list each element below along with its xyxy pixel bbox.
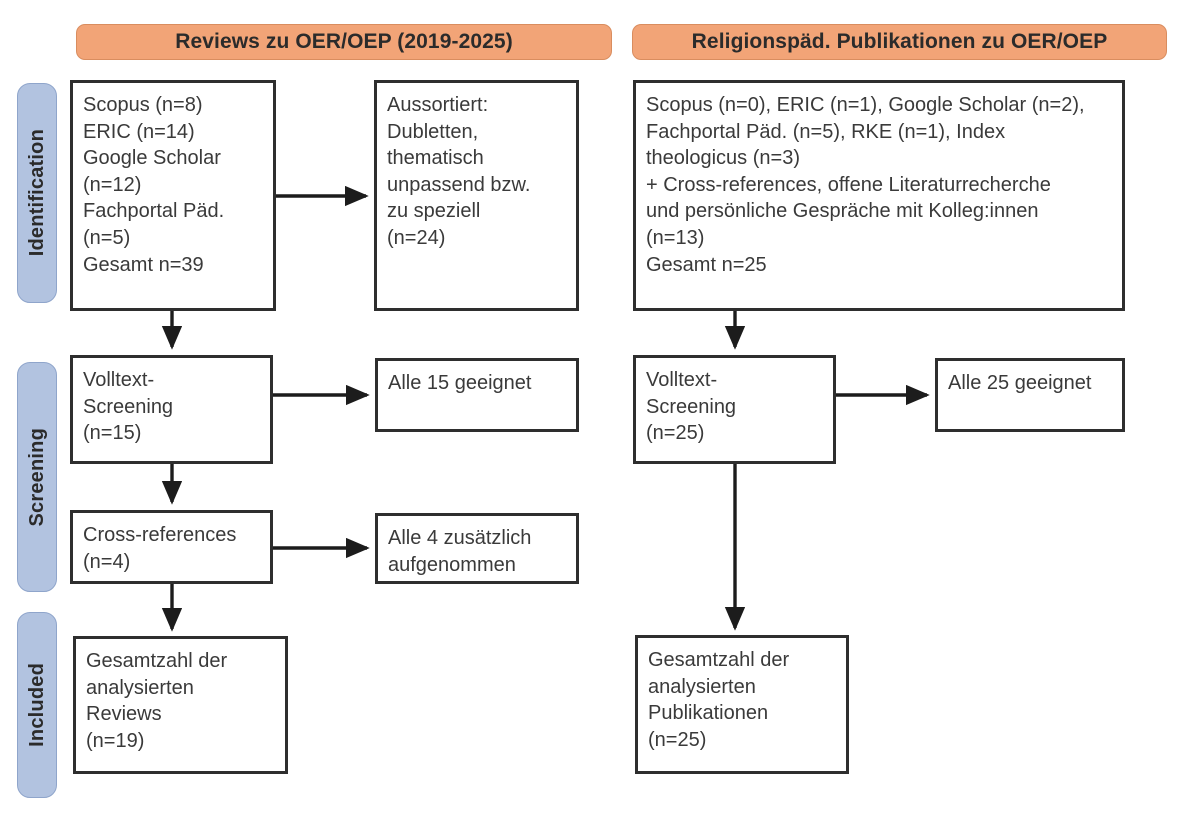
box-left-eligible: Alle 15 geeignet xyxy=(375,358,579,432)
box-left-fulltext-screening: Volltext- Screening (n=15) xyxy=(70,355,273,464)
phase-tab-identification: Identification xyxy=(17,83,57,303)
box-left-excluded-records: Aussortiert: Dubletten, thematisch unpas… xyxy=(374,80,579,311)
phase-tab-identification-label: Identification xyxy=(25,129,48,257)
box-right-identification-sources: Scopus (n=0), ERIC (n=1), Google Scholar… xyxy=(633,80,1125,311)
phase-tab-included: Included xyxy=(17,612,57,798)
box-left-crossreferences-outcome: Alle 4 zusätzlich aufgenommen xyxy=(375,513,579,584)
box-right-eligible: Alle 25 geeignet xyxy=(935,358,1125,432)
box-left-crossreferences: Cross-references (n=4) xyxy=(70,510,273,584)
column-header-publications: Religionspäd. Publikationen zu OER/OEP xyxy=(632,24,1167,60)
box-right-included-total: Gesamtzahl der analysierten Publikatione… xyxy=(635,635,849,774)
phase-tab-screening-label: Screening xyxy=(25,427,48,527)
phase-tab-screening: Screening xyxy=(17,362,57,592)
phase-tab-included-label: Included xyxy=(25,663,48,747)
column-header-reviews: Reviews zu OER/OEP (2019-2025) xyxy=(76,24,612,60)
box-left-included-total: Gesamtzahl der analysierten Reviews (n=1… xyxy=(73,636,288,774)
box-right-fulltext-screening: Volltext- Screening (n=25) xyxy=(633,355,836,464)
box-left-identification-sources: Scopus (n=8) ERIC (n=14) Google Scholar … xyxy=(70,80,276,311)
